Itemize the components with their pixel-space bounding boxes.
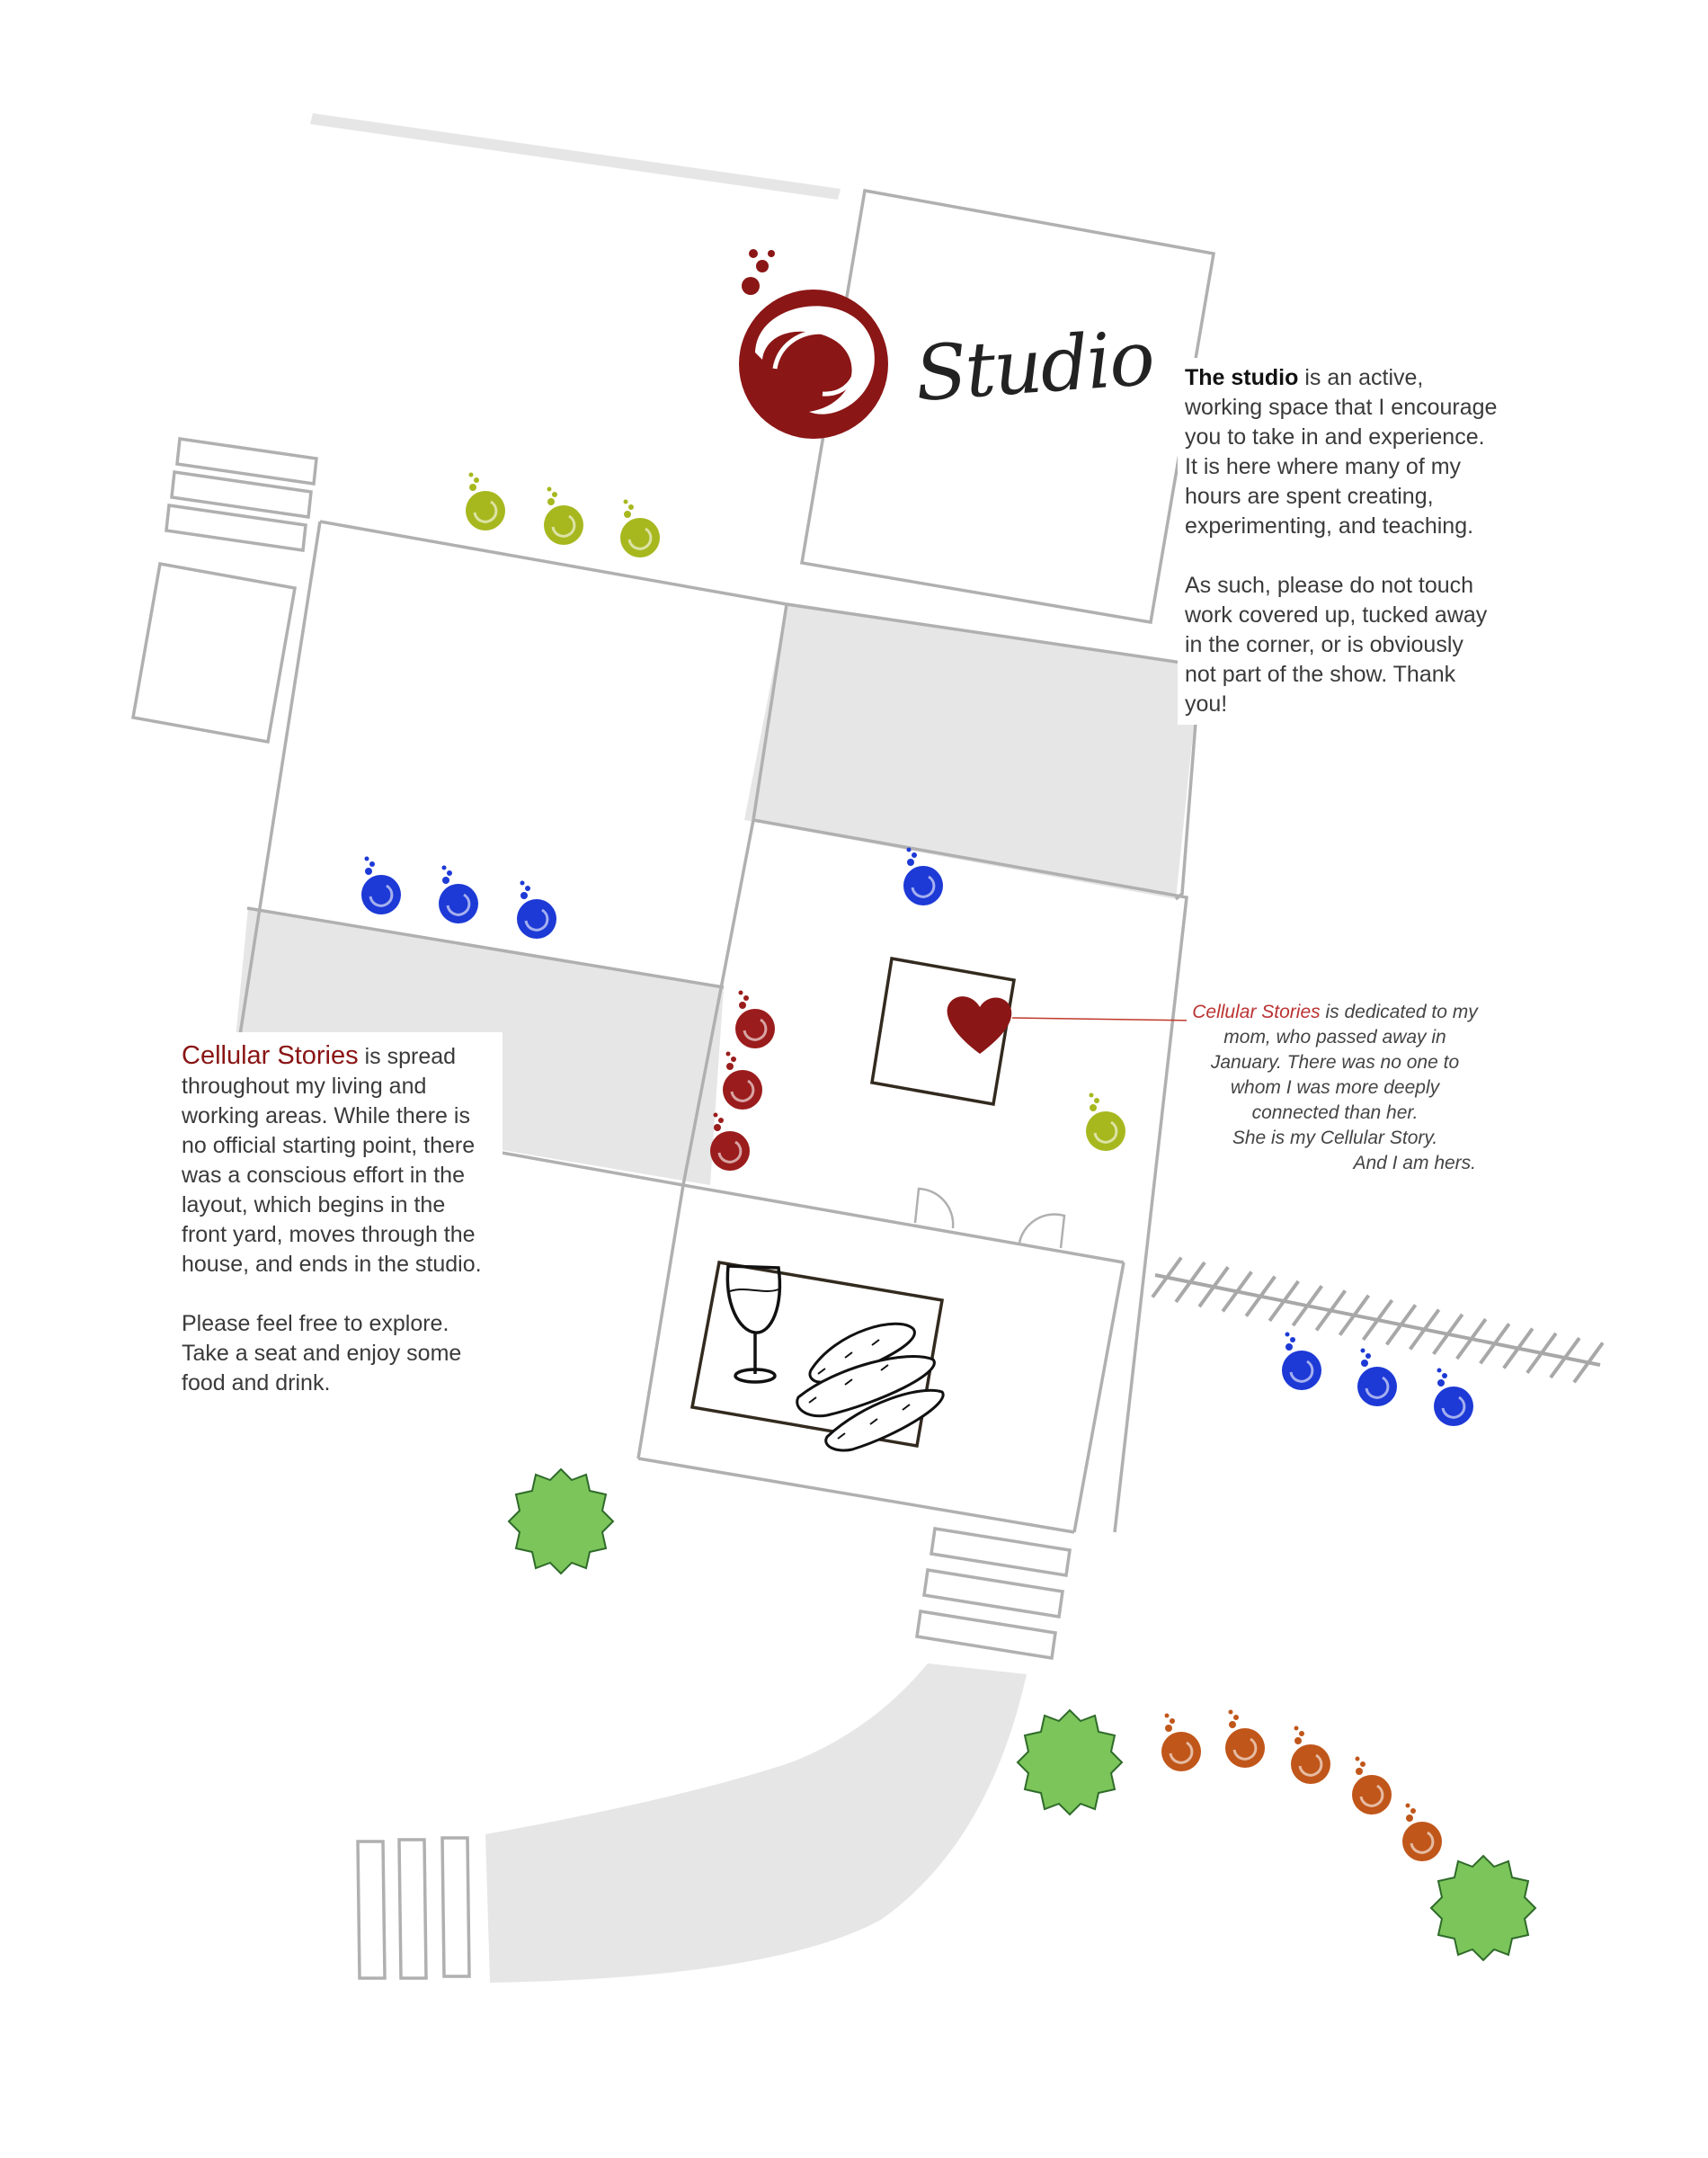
fence-post bbox=[1572, 1342, 1605, 1384]
heart-artwork bbox=[870, 956, 1198, 1107]
fence-post bbox=[1549, 1336, 1581, 1379]
fence-post bbox=[1361, 1298, 1394, 1342]
fence-post bbox=[1502, 1327, 1535, 1369]
cellular-stories-panel: Cellular Stories is spread throughout my… bbox=[171, 1032, 503, 1407]
dedication-note: Cellular Stories is dedicated to my mom,… bbox=[1187, 1000, 1483, 1176]
fence-post bbox=[1197, 1265, 1230, 1308]
cellular-text-2: Please feel free to explore. Take a seat… bbox=[182, 1311, 462, 1396]
heart-icon bbox=[947, 996, 1012, 1054]
fence-post bbox=[1174, 1261, 1206, 1304]
fence-post bbox=[1408, 1308, 1441, 1351]
spiral-logo-icon bbox=[739, 249, 888, 439]
cell-icons-orange bbox=[1160, 1708, 1444, 1863]
cellular-stories-title: Cellular Stories bbox=[182, 1041, 359, 1070]
fence-post bbox=[1384, 1304, 1418, 1346]
fence-post bbox=[1526, 1332, 1558, 1375]
dedication-line-2: She is my Cellular Story. bbox=[1232, 1128, 1438, 1148]
fence-post bbox=[1151, 1256, 1183, 1298]
fence-post bbox=[1338, 1294, 1371, 1336]
dedication-line-1: is dedicated to my mom, who passed away … bbox=[1210, 1002, 1478, 1123]
fence-post bbox=[1314, 1289, 1348, 1332]
door-swing-icon bbox=[913, 1187, 1066, 1249]
fence-icon bbox=[1151, 1256, 1605, 1384]
studio-text-2: As such, please do not touch work covere… bbox=[1185, 573, 1488, 717]
studio-room bbox=[799, 188, 1216, 625]
studio-text-1: is an active, working space that I encou… bbox=[1185, 365, 1498, 539]
fence-post bbox=[1432, 1313, 1464, 1355]
studio-lead: The studio bbox=[1185, 365, 1299, 390]
fence-post bbox=[1455, 1317, 1488, 1360]
walls bbox=[130, 188, 1216, 1980]
fence-post bbox=[1244, 1275, 1277, 1317]
cellular-text-1: is spread throughout my living and worki… bbox=[182, 1044, 482, 1277]
cellular-description-para1: Cellular Stories is spread throughout my… bbox=[182, 1041, 492, 1280]
fence-post bbox=[1268, 1280, 1300, 1323]
wine-glass-icon bbox=[725, 1264, 782, 1384]
baguette-icon bbox=[796, 1322, 945, 1452]
dedication-line-3: And I am hers. bbox=[1353, 1153, 1476, 1173]
fence-post bbox=[1291, 1285, 1323, 1327]
fence-post bbox=[1221, 1271, 1253, 1313]
dedication-title: Cellular Stories bbox=[1192, 1002, 1321, 1022]
studio-description-panel: The studio is an active, working space t… bbox=[1178, 358, 1507, 725]
studio-wordmark: Studio bbox=[912, 313, 1156, 419]
studio-description-para1: The studio is an active, working space t… bbox=[1185, 363, 1499, 541]
food-table bbox=[689, 1260, 945, 1452]
fence-post bbox=[1479, 1323, 1511, 1365]
